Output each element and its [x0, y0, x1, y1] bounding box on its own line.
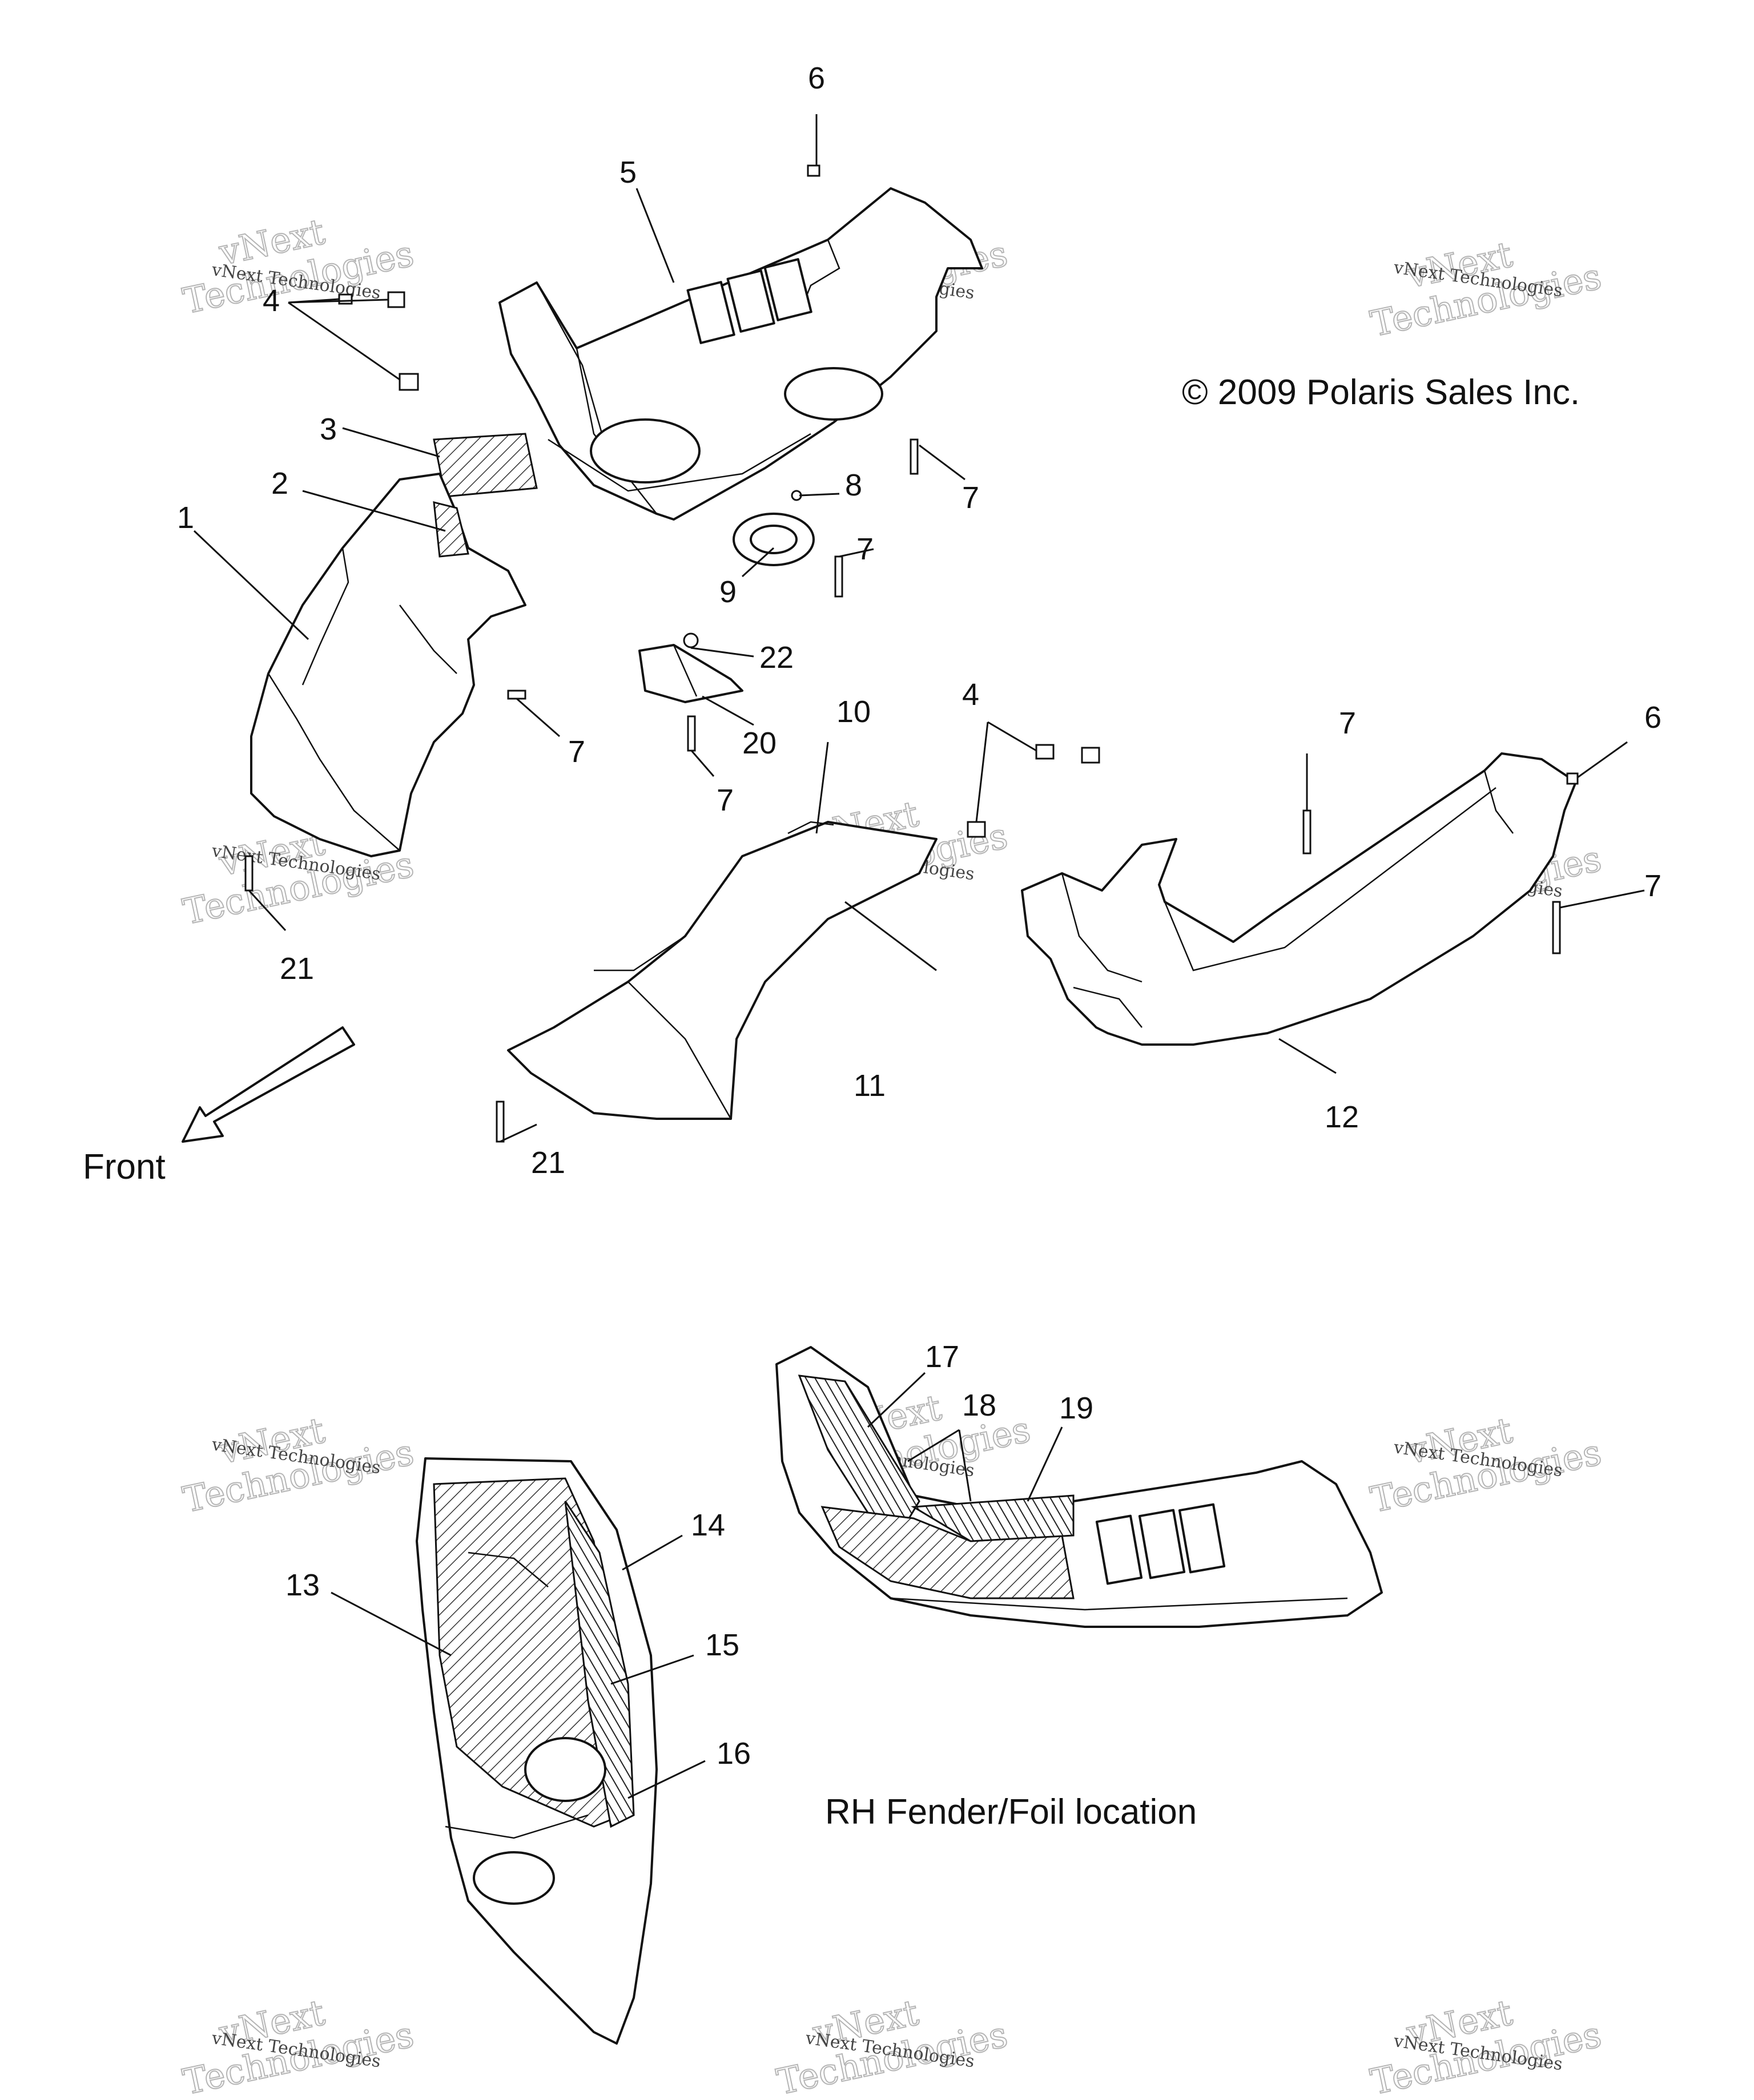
- callout-7-far-right: 7: [1644, 869, 1662, 903]
- callout-21-bottom: 21: [531, 1146, 565, 1180]
- leader-lines-lower: [331, 1372, 1063, 1799]
- callout-7-left: 7: [568, 735, 585, 769]
- callout-4-right: 4: [962, 678, 979, 712]
- callout-14: 14: [691, 1508, 725, 1542]
- callout-11: 11: [854, 1069, 886, 1103]
- callout-21-left: 21: [280, 952, 314, 986]
- callout-6-right: 6: [1644, 700, 1662, 735]
- callout-7-right: 7: [1339, 706, 1356, 740]
- callout-16: 16: [717, 1736, 751, 1771]
- part-19-foil-rh: [775, 1346, 1383, 1628]
- callout-4: 4: [263, 284, 280, 318]
- part-22-nut: [683, 632, 699, 648]
- watermark-bottom-center: vNext Technologies: [773, 1991, 1012, 2100]
- callout-18: 18: [962, 1388, 996, 1422]
- callout-5: 5: [619, 155, 637, 190]
- callout-7-bracket: 7: [717, 783, 734, 817]
- callout-19: 19: [1059, 1391, 1093, 1425]
- part-5-footwell: [498, 187, 983, 521]
- callout-2: 2: [271, 466, 288, 501]
- copyright-text: © 2009 Polaris Sales Inc.: [1182, 373, 1580, 412]
- callout-9: 9: [719, 575, 737, 609]
- part-11-side-panel: [507, 821, 938, 1120]
- callout-7-mid: 7: [856, 532, 874, 566]
- part-20-bracket: [638, 644, 743, 703]
- callout-12: 12: [1325, 1100, 1359, 1134]
- callout-1: 1: [177, 501, 194, 535]
- callout-numbers: 6 5 4 3 2 1 8 7 7 9 22 20 7 7 10 4 7 6 7…: [177, 61, 1662, 1771]
- callout-22: 22: [759, 640, 794, 675]
- callout-6: 6: [808, 61, 825, 95]
- rh-caption: RH Fender/Foil location: [825, 1792, 1197, 1832]
- part-2-fender-panel: [433, 501, 469, 558]
- part-13-foil-lh: [416, 1457, 658, 2045]
- callout-17: 17: [925, 1340, 959, 1374]
- leader-lines-upper: [193, 114, 1645, 1143]
- part-1-front-fender: [250, 473, 526, 857]
- callout-7-top: 7: [962, 481, 979, 515]
- watermark-bottom-left: vNext Technologies: [179, 1991, 418, 2100]
- callout-8: 8: [845, 468, 862, 502]
- callout-20: 20: [742, 726, 777, 760]
- front-label: Front: [83, 1147, 166, 1187]
- part-9-grommet: [733, 513, 815, 566]
- part-3-decal: [433, 433, 538, 498]
- callout-3: 3: [320, 412, 337, 446]
- part-12-rear-fender: [1021, 752, 1577, 1046]
- callout-13: 13: [285, 1568, 320, 1602]
- callout-10: 10: [836, 695, 871, 729]
- front-arrow: [182, 1026, 355, 1143]
- callout-15: 15: [705, 1628, 739, 1662]
